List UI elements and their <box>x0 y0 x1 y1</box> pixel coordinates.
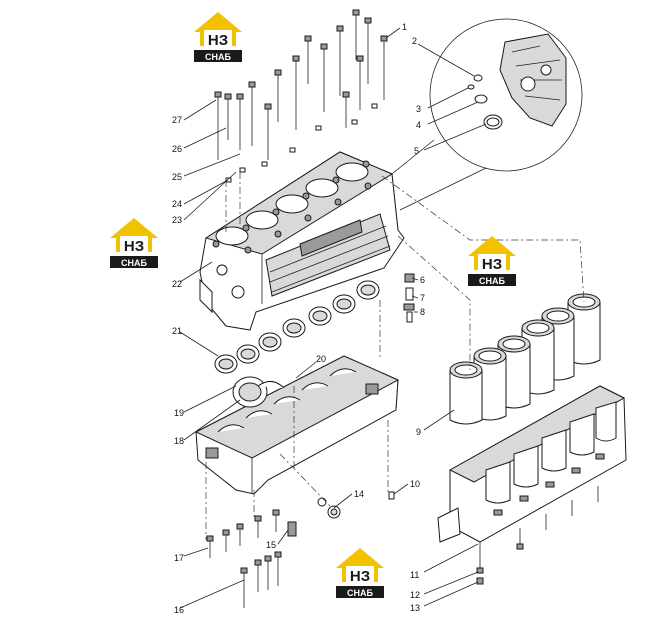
callout-10: 10 <box>410 479 420 489</box>
callout-13: 13 <box>410 603 420 613</box>
callout-18: 18 <box>174 436 184 446</box>
bedplate-bolts <box>206 509 282 608</box>
watermark-logo-1: НЗ СНАБ <box>194 12 242 62</box>
watermark-logo-2: НЗ СНАБ <box>110 218 158 268</box>
callout-21: 21 <box>172 326 182 336</box>
callout-22: 22 <box>172 279 182 289</box>
block-assembled <box>437 385 627 585</box>
callout-23: 23 <box>172 215 182 225</box>
cylinder-block <box>199 151 405 331</box>
callout-5: 5 <box>414 146 419 156</box>
callout-15: 15 <box>266 540 276 550</box>
callout-3: 3 <box>416 104 421 114</box>
callout-7: 7 <box>420 293 425 303</box>
callout-20: 20 <box>316 354 326 364</box>
svg-text:СНАБ: СНАБ <box>205 52 231 62</box>
oil-jet-assembly <box>403 273 415 323</box>
callout-1: 1 <box>402 22 407 32</box>
callout-12: 12 <box>410 590 420 600</box>
svg-text:НЗ: НЗ <box>482 256 502 273</box>
watermark-logo-4: НЗ СНАБ <box>336 548 384 598</box>
callout-19: 19 <box>174 408 184 418</box>
svg-text:СНАБ: СНАБ <box>479 276 505 286</box>
callout-25: 25 <box>172 172 182 182</box>
callout-16: 16 <box>174 605 184 615</box>
svg-text:СНАБ: СНАБ <box>121 258 147 268</box>
head-bolts <box>214 9 388 183</box>
svg-text:НЗ: НЗ <box>350 568 370 585</box>
fitting <box>287 491 395 537</box>
alignment-lines <box>205 172 585 540</box>
callout-6: 6 <box>420 275 425 285</box>
callout-2: 2 <box>412 36 417 46</box>
main-bearing-upper <box>214 280 380 374</box>
callout-17: 17 <box>174 553 184 563</box>
thrust-washers <box>232 376 285 408</box>
callout-24: 24 <box>172 199 182 209</box>
cylinder-liners <box>449 293 601 425</box>
watermark-logo-3: НЗ СНАБ <box>468 236 516 286</box>
svg-text:НЗ: НЗ <box>124 238 144 255</box>
bedplate <box>194 355 400 495</box>
callout-11: 11 <box>410 570 419 580</box>
callout-9: 9 <box>416 427 421 437</box>
detail-view <box>381 18 583 211</box>
callout-4: 4 <box>416 120 421 130</box>
callout-14: 14 <box>354 489 364 499</box>
svg-text:СНАБ: СНАБ <box>347 588 373 598</box>
callout-27: 27 <box>172 115 182 125</box>
callout-labels: 1 2 3 4 5 6 7 8 9 10 11 12 13 14 15 16 1… <box>172 22 425 615</box>
callout-26: 26 <box>172 144 182 154</box>
callout-8: 8 <box>420 307 425 317</box>
svg-text:НЗ: НЗ <box>208 32 228 49</box>
leader-lines <box>179 27 487 609</box>
